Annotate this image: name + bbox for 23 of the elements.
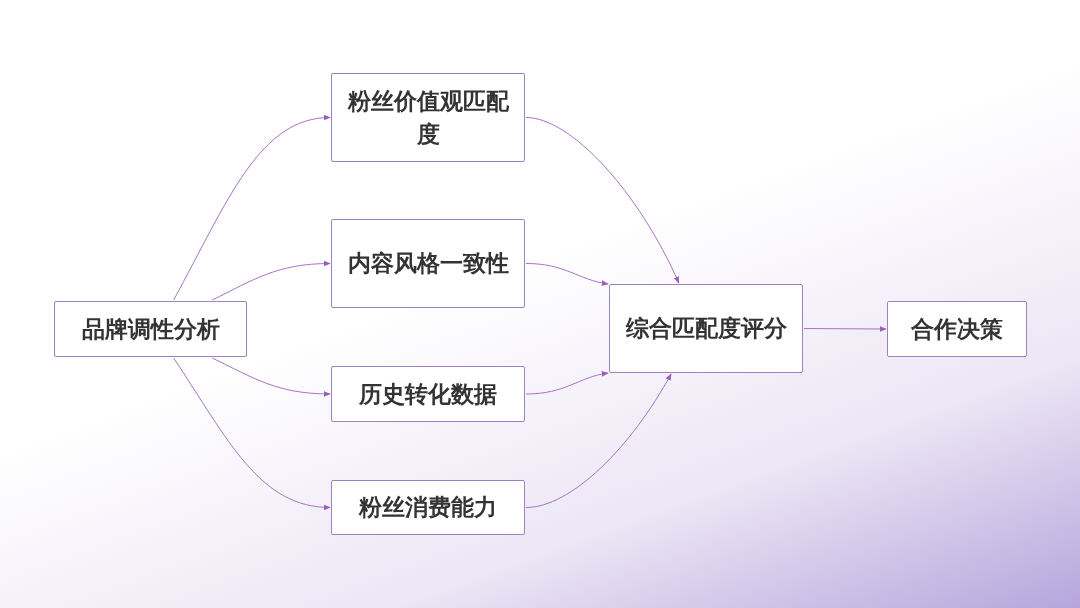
box-label: 粉丝消费能力 — [359, 493, 497, 523]
arrow — [525, 373, 672, 508]
box-label: 粉丝价值观匹配度 — [346, 87, 510, 149]
arrow — [173, 357, 331, 510]
box-label: 综合匹配度评分 — [625, 314, 787, 344]
arrow — [525, 117, 680, 284]
arrow — [173, 115, 331, 301]
arrow — [525, 371, 609, 395]
box-label: 品牌调性分析 — [81, 314, 220, 344]
process-box — [331, 219, 525, 308]
process-box — [54, 301, 247, 357]
process-box — [331, 366, 525, 422]
process-box — [609, 284, 803, 373]
process-box — [331, 480, 525, 535]
process-box — [331, 73, 525, 162]
arrow — [211, 260, 331, 301]
box-label: 内容风格一致性 — [347, 249, 509, 279]
arrow — [525, 263, 609, 286]
box-label: 历史转化数据 — [359, 379, 497, 409]
process-box — [887, 301, 1027, 357]
box-label: 合作决策 — [911, 314, 1003, 344]
arrow — [211, 357, 331, 397]
arrow — [803, 326, 887, 332]
